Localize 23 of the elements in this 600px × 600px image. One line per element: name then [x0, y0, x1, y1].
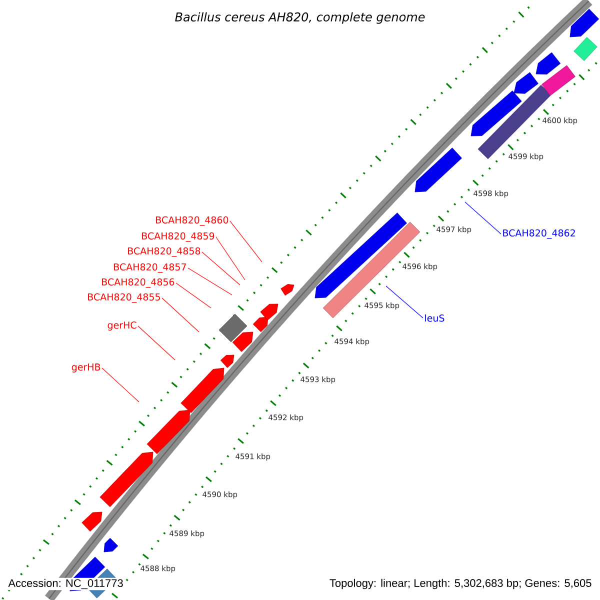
leader-line — [216, 236, 246, 280]
leader-line — [230, 220, 262, 262]
gene-label: BCAH820_4855 — [88, 293, 160, 303]
title: Bacillus cereus AH820, complete genome — [175, 12, 425, 24]
leader-line — [386, 286, 424, 318]
leader-line — [176, 282, 212, 308]
leader-line — [138, 326, 176, 360]
gene-label: BCAH820_4856 — [102, 278, 174, 288]
genome-summary-text: Topology: linear; Length: 5,302,683 bp; Genes: 5,605 — [328, 578, 593, 590]
leader-line — [464, 202, 502, 234]
gene-label: BCAH820_4860 — [156, 216, 228, 226]
leader-line — [102, 368, 140, 402]
gene-label: BCAH820_4857 — [114, 263, 186, 273]
gene-label: leuS — [425, 314, 444, 322]
gene-label: BCAH820_4858 — [128, 247, 200, 257]
gene-label: BCAH820_4859 — [142, 232, 214, 242]
accession-text: Accession: NC_011773 — [7, 578, 124, 590]
leader-line — [188, 268, 232, 296]
gene-label: gerHC — [108, 321, 136, 331]
leader-line — [162, 298, 200, 332]
gene-label: gerHB — [72, 364, 100, 372]
leader-line — [202, 252, 240, 286]
gene-label: BCAH820_4862 — [503, 229, 575, 239]
